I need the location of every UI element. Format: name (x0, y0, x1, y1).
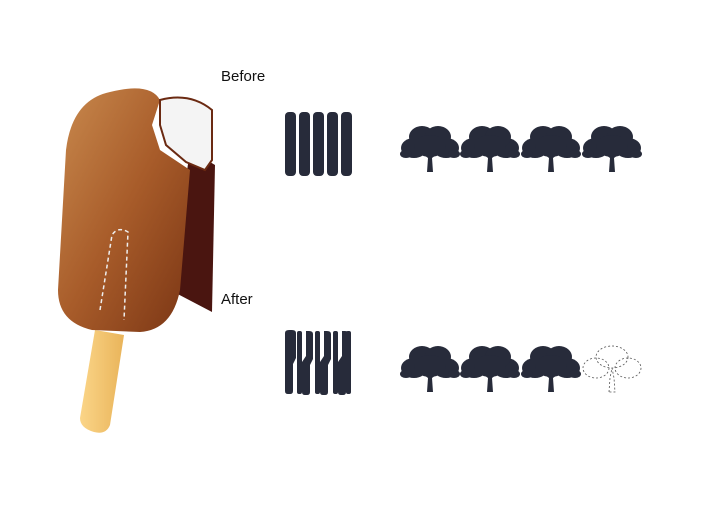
ice-cream-bite (159, 96, 213, 172)
tree-icon (521, 126, 581, 172)
before-label: Before (221, 68, 266, 85)
sticks-before (285, 112, 352, 176)
sticks-after (285, 330, 351, 395)
lost-tree-icon (582, 345, 642, 393)
chocolate-body (58, 88, 190, 332)
trees-after (400, 345, 642, 393)
stick-outline-inside (99, 228, 129, 321)
popsicle-stick (80, 330, 124, 433)
popsicle (58, 88, 215, 433)
tree-icon (460, 126, 520, 172)
tree-icon (582, 126, 642, 172)
after-label: After (221, 291, 253, 308)
tree-icon (400, 126, 460, 172)
tree-icon (521, 346, 581, 392)
tree-icon (400, 346, 460, 392)
trees-before (400, 126, 642, 172)
tree-icon (460, 346, 520, 392)
